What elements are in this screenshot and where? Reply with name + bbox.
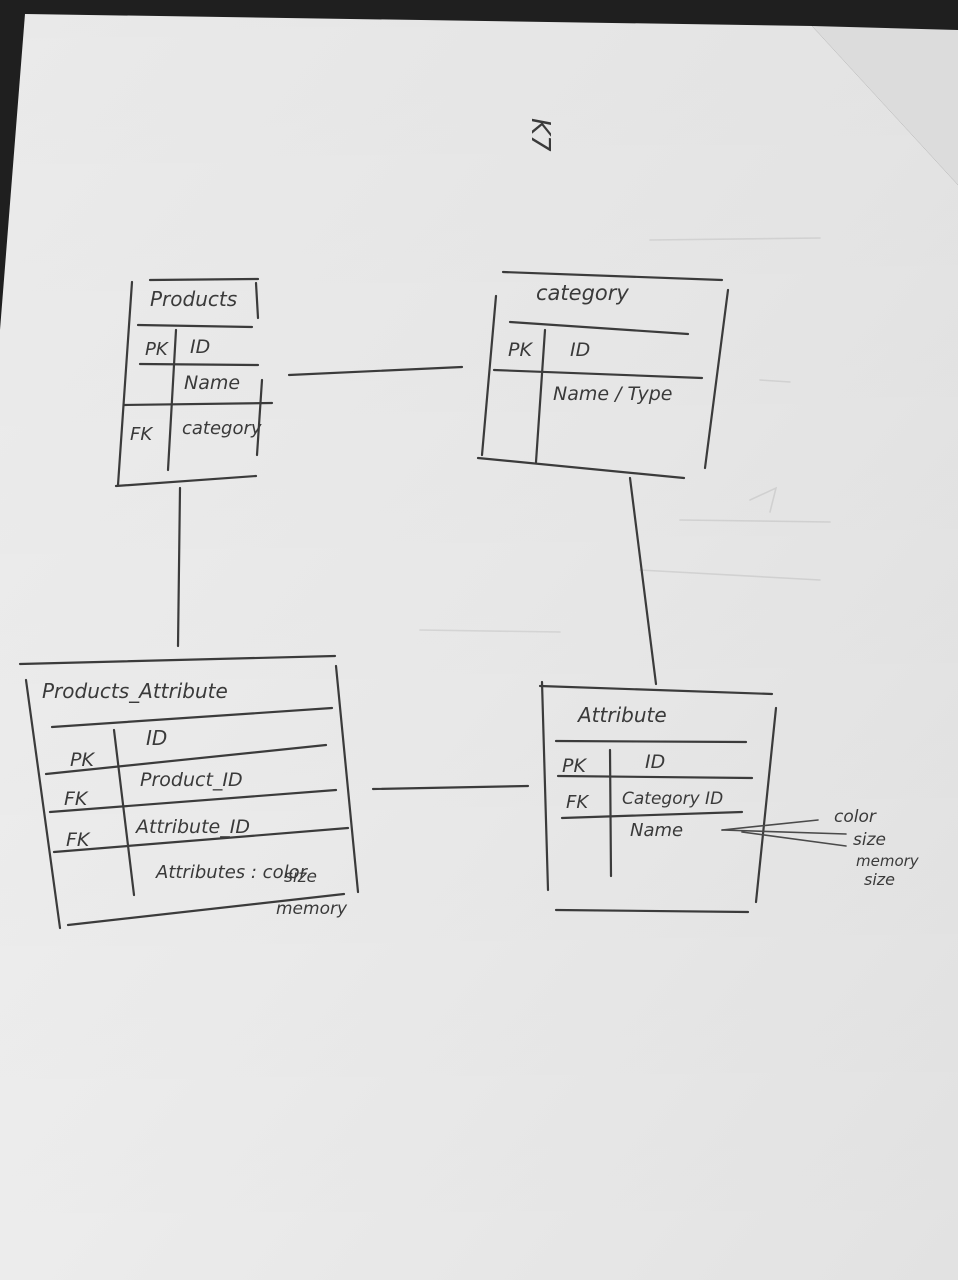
products-attribute-row4-field: Attributes : color bbox=[155, 862, 309, 883]
page-label: K7 bbox=[525, 118, 555, 152]
products-attribute-row3-key: FK bbox=[66, 829, 91, 851]
attribute-note-memory: memory bbox=[856, 852, 920, 870]
attribute-note-color: color bbox=[834, 807, 877, 827]
products-row2-field: Name bbox=[184, 372, 240, 394]
attribute-row2-field: Category ID bbox=[622, 789, 723, 809]
attribute-note-size: size bbox=[853, 830, 886, 850]
bleed-through bbox=[419, 237, 831, 633]
products-table: Products PK ID Name FK category bbox=[114, 277, 274, 488]
attribute-row3-field: Name bbox=[630, 820, 683, 841]
attribute-title: Attribute bbox=[576, 703, 667, 727]
products-attribute-row2-key: FK bbox=[64, 788, 89, 810]
relation-products-productsattribute bbox=[176, 486, 182, 648]
category-title: category bbox=[536, 281, 629, 305]
attribute-row1-key: PK bbox=[562, 755, 587, 777]
products-attribute-row1-field: ID bbox=[146, 726, 167, 750]
relation-category-attribute bbox=[628, 476, 658, 686]
products-attribute-note-size: size bbox=[284, 867, 317, 887]
category-table: category PK ID Name / Type bbox=[476, 270, 730, 480]
products-attribute-row3-field: Attribute_ID bbox=[134, 816, 250, 838]
attribute-table: Attribute PK ID FK Category ID Name colo… bbox=[538, 680, 920, 914]
products-attribute-row1-key: PK bbox=[70, 749, 95, 771]
products-title: Products bbox=[150, 287, 237, 311]
category-row1-field: ID bbox=[570, 339, 590, 361]
products-attribute-row2-field: Product_ID bbox=[140, 769, 243, 791]
products-row1-field: ID bbox=[190, 336, 210, 358]
attribute-note-size-2: size bbox=[864, 870, 895, 889]
products-attribute-note-memory: memory bbox=[276, 899, 348, 919]
attribute-row1-field: ID bbox=[645, 751, 665, 773]
category-row2-field: Name / Type bbox=[553, 383, 672, 405]
products-row1-key: PK bbox=[145, 339, 169, 360]
relation-productsattribute-attribute bbox=[371, 784, 530, 791]
relation-products-category bbox=[287, 365, 464, 377]
products-attribute-title: Products_Attribute bbox=[42, 679, 228, 703]
products-attribute-table: Products_Attribute PK ID FK Product_ID F… bbox=[18, 654, 360, 930]
attribute-row2-key: FK bbox=[566, 792, 589, 813]
category-row1-key: PK bbox=[508, 339, 533, 361]
products-row3-field: category bbox=[182, 418, 262, 439]
products-row3-key: FK bbox=[130, 424, 153, 445]
